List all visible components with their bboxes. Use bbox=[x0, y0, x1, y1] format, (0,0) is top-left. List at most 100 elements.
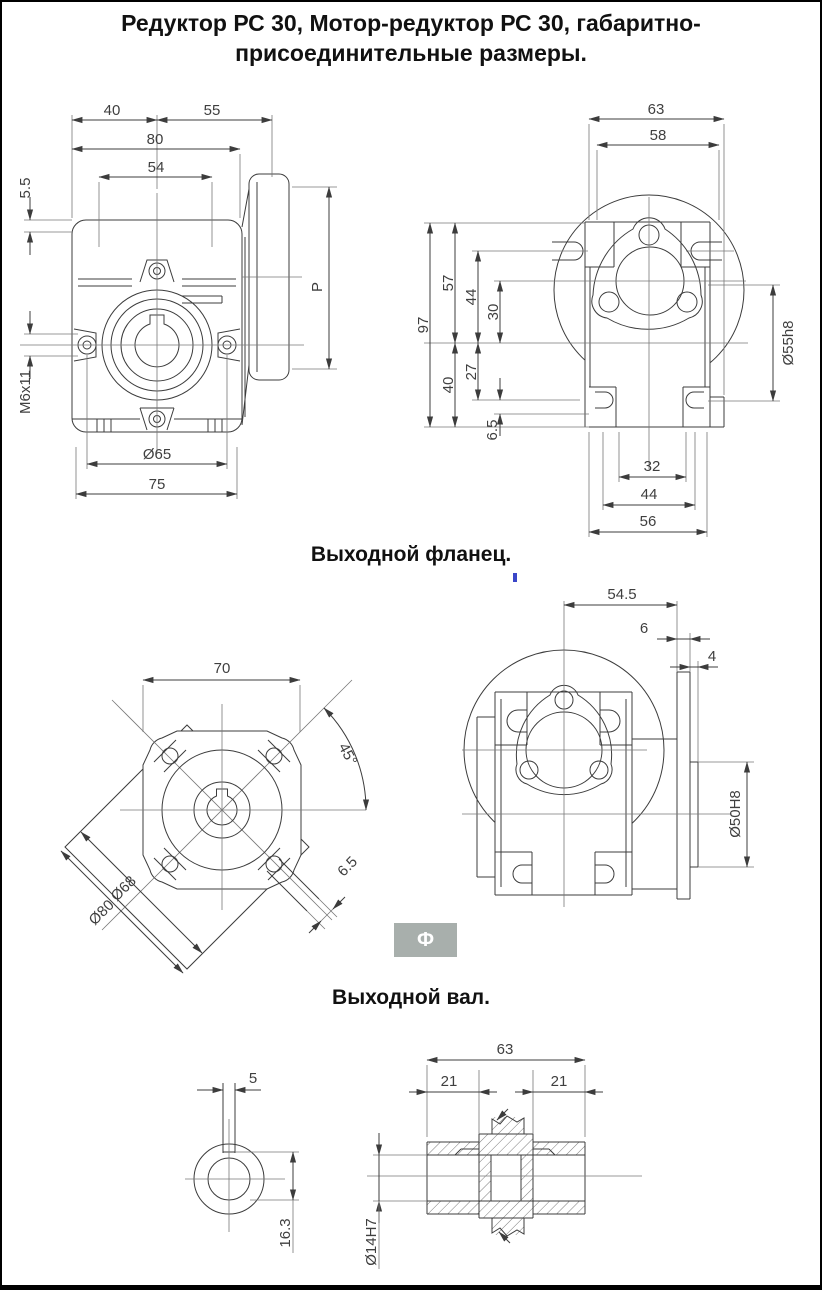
output-flange-side-drawing: 54.5 6 4 Ø50H8 bbox=[462, 586, 754, 907]
ext-line bbox=[24, 219, 72, 233]
dim-21a: 21 bbox=[441, 1073, 458, 1090]
hatch-wall bbox=[427, 1201, 479, 1214]
dim-44b: 44 bbox=[641, 486, 658, 503]
dim-75: 75 bbox=[149, 476, 166, 493]
feet-ribs bbox=[72, 418, 242, 432]
flange-face-plate bbox=[515, 684, 613, 796]
dim-4: 4 bbox=[708, 648, 716, 665]
flange-section-title: Выходной фланец. bbox=[310, 543, 512, 566]
shaft-section-title: Выходной вал. bbox=[332, 986, 490, 1009]
page-title-line1: Редуктор РС 30, Мотор-редуктор РС 30, га… bbox=[121, 10, 701, 36]
dim-5-5: 5.5 bbox=[17, 178, 34, 199]
dim-6: 6 bbox=[640, 620, 648, 637]
bell-connection-lines bbox=[241, 188, 250, 426]
slot-channel-lines bbox=[266, 858, 320, 912]
dim-55: 55 bbox=[204, 102, 221, 119]
ext-line bbox=[426, 1065, 586, 1137]
output-shaft-end-drawing: 5 16.3 bbox=[185, 1070, 299, 1253]
watermark-label: Ф bbox=[416, 928, 435, 951]
ext-line bbox=[698, 761, 754, 868]
dim-dia55h8: Ø55h8 bbox=[780, 320, 797, 365]
shaft-bore-keyway bbox=[206, 788, 238, 826]
dim-line-80 bbox=[60, 850, 184, 974]
bolt-hole-left bbox=[598, 291, 620, 313]
dim-16-3: 16.3 bbox=[277, 1218, 294, 1247]
ext-line bbox=[373, 1154, 427, 1202]
housing-rib-lines bbox=[78, 278, 236, 304]
dim-45deg: 45° bbox=[335, 740, 361, 768]
top-clamp-slots bbox=[506, 709, 621, 733]
hatch-wall bbox=[533, 1142, 585, 1155]
hatch-hub bbox=[479, 1201, 533, 1218]
hatch-key-bottom bbox=[492, 1218, 524, 1235]
dim-56: 56 bbox=[640, 513, 657, 530]
dim-40: 40 bbox=[440, 377, 457, 394]
dim-97: 97 bbox=[415, 317, 432, 334]
dim-54-5: 54.5 bbox=[607, 586, 636, 603]
dim-m6x11: M6x11 bbox=[17, 370, 34, 414]
page-title: Редуктор РС 30, Мотор-редуктор РС 30, га… bbox=[2, 8, 820, 68]
hatch-hub bbox=[479, 1134, 533, 1155]
ext-line bbox=[478, 1070, 534, 1134]
dim-57: 57 bbox=[440, 275, 457, 292]
ext-line bbox=[142, 685, 301, 732]
angle-arc-45 bbox=[323, 707, 370, 811]
output-shaft-section-drawing: 63 21 21 Ø14H7 bbox=[363, 1041, 642, 1269]
dim-dia50h8: Ø50H8 bbox=[727, 790, 744, 838]
dim-6-5: 6.5 bbox=[484, 420, 501, 441]
output-flange-face-drawing: 70 45° Ø68 Ø80 6.5 bbox=[60, 660, 370, 974]
dim-54: 54 bbox=[148, 159, 165, 176]
dim-6-5: 6.5 bbox=[334, 853, 361, 880]
ext-line bbox=[424, 222, 589, 428]
hatch-hub-wall bbox=[479, 1155, 491, 1201]
dim-5: 5 bbox=[249, 1070, 257, 1087]
ext-line bbox=[306, 898, 338, 930]
section-arrow-top bbox=[496, 1108, 509, 1121]
dim-dia14h7: Ø14H7 bbox=[363, 1218, 380, 1266]
dim-70: 70 bbox=[214, 660, 231, 677]
dim-27: 27 bbox=[463, 364, 480, 381]
dim-40: 40 bbox=[104, 102, 121, 119]
page-title-line2: присоединительные размеры. bbox=[235, 40, 587, 66]
dim-21b: 21 bbox=[551, 1073, 568, 1090]
dim-63: 63 bbox=[648, 101, 665, 118]
hatch-hub-wall bbox=[521, 1155, 533, 1201]
bolt-hole-se bbox=[265, 855, 283, 873]
section-arrow-bottom bbox=[498, 1231, 511, 1244]
feet-outline bbox=[495, 851, 632, 895]
dim-44: 44 bbox=[463, 289, 480, 306]
dim-63: 63 bbox=[497, 1041, 514, 1058]
housing-mask bbox=[585, 222, 710, 427]
feet-outline bbox=[589, 386, 710, 428]
bolt-hole-nw bbox=[161, 747, 179, 765]
dim-80: 80 bbox=[147, 131, 164, 148]
hatch-wall bbox=[427, 1142, 479, 1155]
gearbox-side-view-drawing: 40 55 80 54 5.5 M6x11 P Ø65 75 bbox=[17, 102, 337, 499]
ext-line bbox=[75, 355, 238, 499]
dim-arrow bbox=[332, 896, 346, 910]
dim-dia65: Ø65 bbox=[143, 446, 171, 463]
gearbox-front-view-drawing: 63 58 97 57 44 30 40 27 6.5 Ø55h8 32 44 … bbox=[415, 101, 797, 537]
bolt-hole-ne bbox=[265, 747, 283, 765]
ext-line bbox=[588, 124, 725, 395]
diagonal-centerline-ne bbox=[101, 679, 353, 931]
dim-p: P bbox=[309, 282, 326, 292]
bolt-hole-left bbox=[519, 760, 539, 780]
dim-58: 58 bbox=[650, 127, 667, 144]
dim-dia80: Ø80 bbox=[86, 897, 118, 929]
watermark-button[interactable]: Ф bbox=[394, 923, 457, 957]
artifact-mark bbox=[513, 573, 517, 582]
ext-line bbox=[588, 432, 708, 537]
housing-mask bbox=[495, 692, 632, 895]
dim-30: 30 bbox=[485, 304, 502, 321]
dim-arrow bbox=[308, 920, 322, 934]
bolt-hole-right bbox=[589, 760, 609, 780]
output-bore-keyway bbox=[134, 314, 180, 368]
dim-dia68: Ø68 bbox=[108, 873, 140, 905]
dim-32: 32 bbox=[644, 458, 661, 475]
output-flange-plate bbox=[632, 671, 699, 900]
dim-line bbox=[320, 908, 334, 922]
ext-line bbox=[292, 186, 337, 370]
ext-line bbox=[708, 284, 780, 402]
